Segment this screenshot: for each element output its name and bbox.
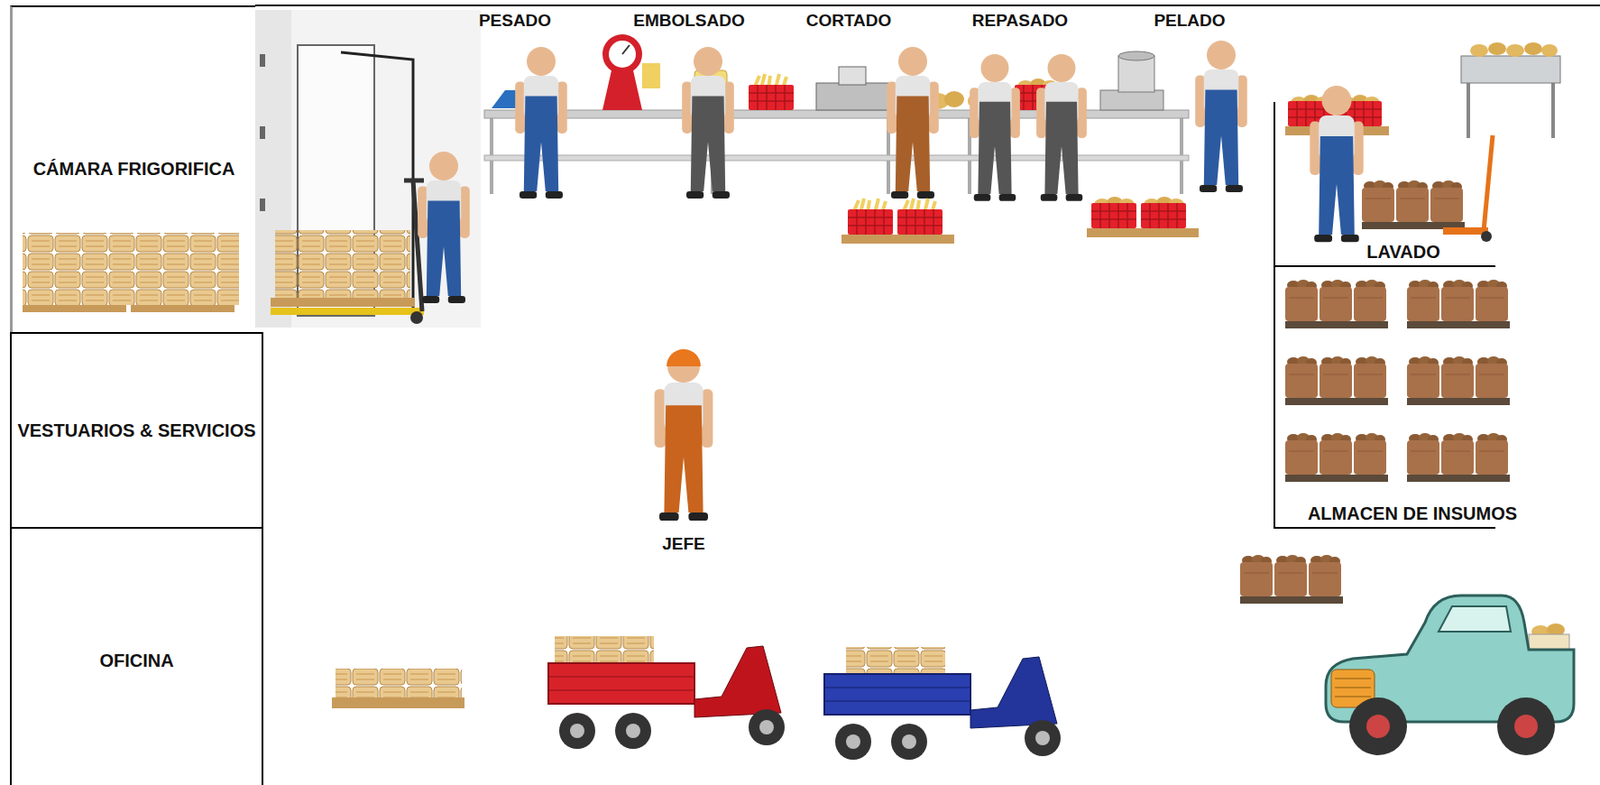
worker bbox=[1195, 40, 1248, 193]
pallet-jack bbox=[1443, 135, 1493, 242]
worker bbox=[514, 46, 568, 199]
dial-scale bbox=[602, 34, 661, 111]
helmet bbox=[666, 349, 701, 367]
worker bbox=[681, 46, 735, 199]
room-area: OFICINA bbox=[9, 528, 264, 785]
room-label: CÁMARA FRIGORIFICA bbox=[33, 158, 236, 180]
room-label: LAVADO bbox=[1366, 241, 1440, 263]
frozen-bags bbox=[22, 229, 415, 313]
supply-sacks bbox=[1285, 279, 1510, 482]
room-label: ALMACEN DE INSUMOS bbox=[1307, 503, 1518, 525]
cold-room-door bbox=[255, 9, 481, 328]
peeling-machine bbox=[1100, 51, 1164, 111]
room-label: VESTUARIOS & SERVICIOS bbox=[17, 420, 256, 442]
crate-pallets bbox=[841, 196, 1199, 244]
red-cargo-tricycle bbox=[548, 635, 785, 749]
station-label: REPASADO bbox=[972, 10, 1068, 31]
pickup-truck bbox=[1325, 595, 1574, 755]
room-area: VESTUARIOS & SERVICIOS bbox=[9, 331, 264, 529]
blue-cargo-tricycle bbox=[824, 646, 1061, 760]
worker bbox=[1309, 85, 1363, 242]
pallet-jack bbox=[270, 180, 424, 324]
station-label: CORTADO bbox=[806, 10, 892, 31]
sack-pallet bbox=[1240, 554, 1343, 604]
station-label: PESADO bbox=[478, 10, 552, 31]
supervisor bbox=[654, 349, 714, 521]
station-label: EMBOLSADO bbox=[633, 10, 745, 31]
room-area: ALMACEN DE INSUMOS bbox=[1273, 266, 1496, 529]
sack-pallet bbox=[1361, 180, 1465, 230]
room-area: LAVADO bbox=[1273, 101, 1496, 267]
bag-pallet bbox=[331, 668, 465, 709]
fries-crate bbox=[748, 73, 794, 111]
worker bbox=[1036, 54, 1087, 202]
walls bbox=[255, 5, 1600, 7]
person-label: JEFE bbox=[662, 533, 706, 554]
worker bbox=[417, 151, 470, 304]
station-label: PELADO bbox=[1153, 10, 1225, 31]
worker bbox=[886, 46, 939, 199]
washing-sink bbox=[1461, 42, 1561, 138]
room-label: OFICINA bbox=[99, 650, 174, 672]
worker bbox=[969, 54, 1021, 202]
room-area: CÁMARA FRIGORIFICA bbox=[9, 5, 256, 332]
